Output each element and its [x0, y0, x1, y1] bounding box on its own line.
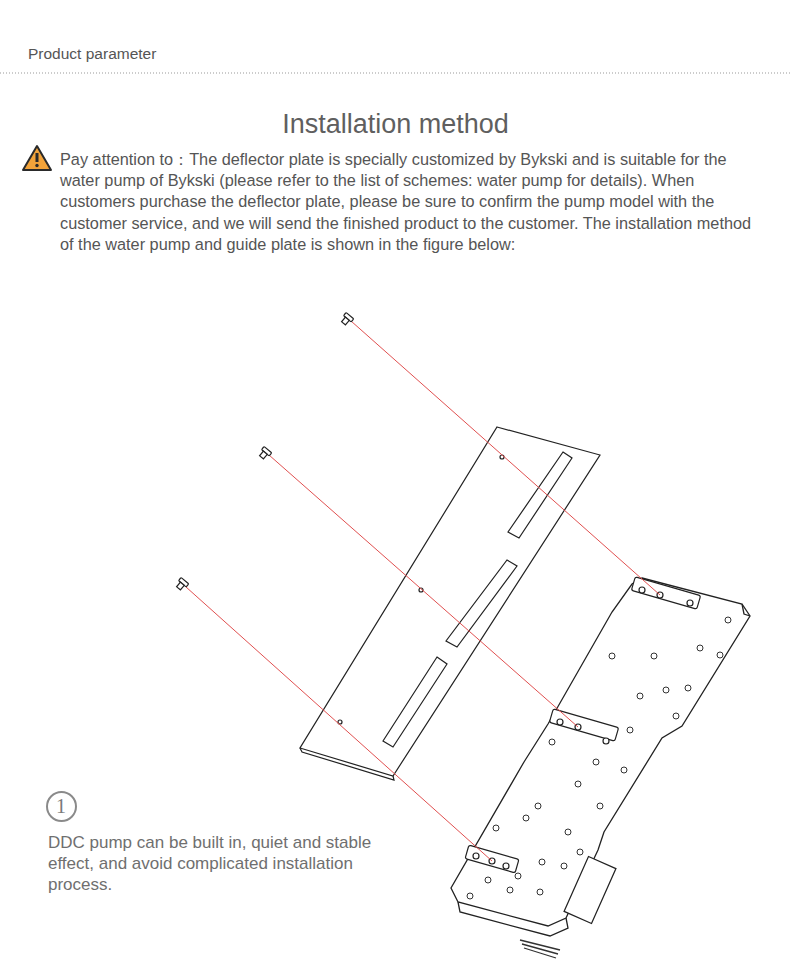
plate-holes: [467, 617, 731, 899]
page-title: Installation method: [0, 106, 791, 142]
warning-note: Pay attention to：The deflector plate is …: [60, 149, 766, 255]
warning-icon: [23, 146, 51, 170]
pump-base-plate: [451, 578, 750, 958]
screws: [175, 312, 354, 591]
callout-number: 1: [56, 795, 66, 818]
header-rule: [0, 73, 791, 74]
mount-brackets: [465, 577, 701, 873]
section-header: Product parameter: [28, 44, 328, 64]
callout-circle: 1: [46, 791, 77, 822]
leader-lines: [186, 321, 660, 861]
feature-description: DDC pump can be built in, quiet and stab…: [48, 832, 378, 895]
deflector-plate: [300, 427, 600, 780]
